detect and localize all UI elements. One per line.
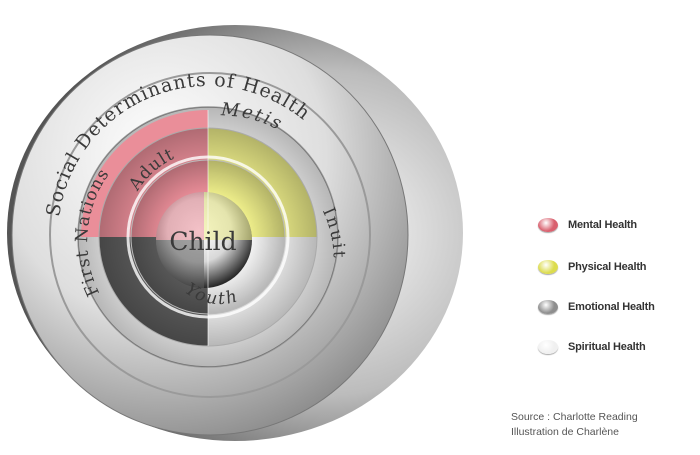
legend-item-mental: Mental Health bbox=[538, 214, 700, 236]
legend-item-emotional: Emotional Health bbox=[538, 296, 700, 318]
mental-health-swatch-icon bbox=[538, 218, 558, 232]
source-line-2: Illustration de Charlène bbox=[511, 426, 619, 438]
health-model-diagram: Social Determinants of Health First Nati… bbox=[7, 25, 463, 441]
legend: Mental Health Physical Health Emotional … bbox=[538, 214, 700, 376]
emotional-health-swatch-icon bbox=[538, 300, 558, 314]
legend-label: Emotional Health bbox=[568, 301, 655, 313]
child-label: Child bbox=[169, 227, 236, 256]
source-credit: Source : Charlotte Reading Illustration … bbox=[511, 410, 700, 440]
physical-health-swatch-icon bbox=[538, 260, 558, 274]
legend-label: Physical Health bbox=[568, 261, 647, 273]
spiritual-health-swatch-icon bbox=[538, 340, 558, 354]
legend-label: Spiritual Health bbox=[568, 341, 646, 353]
legend-item-spiritual: Spiritual Health bbox=[538, 336, 700, 358]
child-physical-tint bbox=[204, 192, 252, 240]
child-emotional-tint bbox=[156, 240, 204, 288]
outer-ring-edge bbox=[49, 72, 371, 398]
legend-label: Mental Health bbox=[568, 219, 637, 231]
child-mental-tint bbox=[156, 192, 204, 240]
legend-item-physical: Physical Health bbox=[538, 256, 700, 278]
source-line-1: Source : Charlotte Reading bbox=[511, 411, 638, 423]
